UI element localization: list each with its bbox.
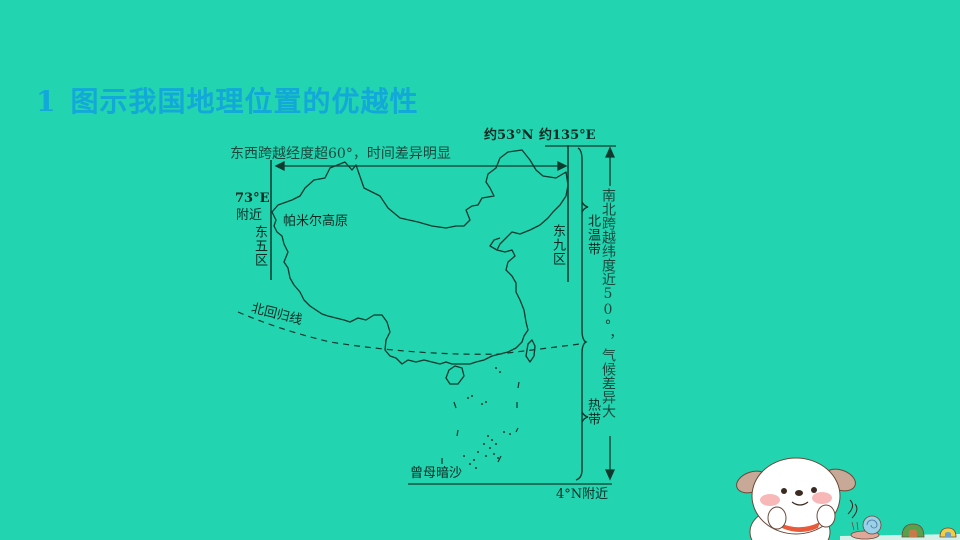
north-temperate-label: 北温带 xyxy=(585,214,600,256)
east-zone-label: 东九区 xyxy=(550,224,565,266)
title-text: 图示我国地理位置的优越性 xyxy=(70,85,419,118)
west-near-label: 附近 xyxy=(236,208,263,223)
top-lat-label: 约53°N xyxy=(484,128,534,143)
ew-span-arrow xyxy=(274,160,568,172)
west-zone-label: 东五区 xyxy=(252,225,267,267)
hainan-island xyxy=(445,365,465,385)
pamir-label: 帕米尔高原 xyxy=(283,214,349,229)
south-china-sea-islands xyxy=(463,367,511,469)
north-temperate-brace xyxy=(575,147,588,481)
zengmu-label: 曾母暗沙 xyxy=(410,466,463,481)
taiwan-island xyxy=(525,339,536,363)
ns-span-arrow xyxy=(604,146,616,481)
bottom-lat-label: 4°N附近 xyxy=(556,487,609,502)
slide-title: 1 图示我国地理位置的优越性 xyxy=(36,80,419,120)
ew-span-label: 东西跨越经度超60°，时间差异明显 xyxy=(230,146,451,162)
china-border-outline xyxy=(271,149,569,365)
tropic-of-cancer-line xyxy=(237,311,581,355)
west-lon-label: 73°E xyxy=(235,191,270,206)
cartoon-dog-mascot xyxy=(736,457,960,540)
east-lon-label: 约135°E xyxy=(539,128,596,143)
title-number: 1 xyxy=(36,85,57,118)
tropical-label: 热带 xyxy=(585,398,600,426)
ns-span-label: 南北跨越纬度近50°，气候差异大 xyxy=(600,188,616,418)
